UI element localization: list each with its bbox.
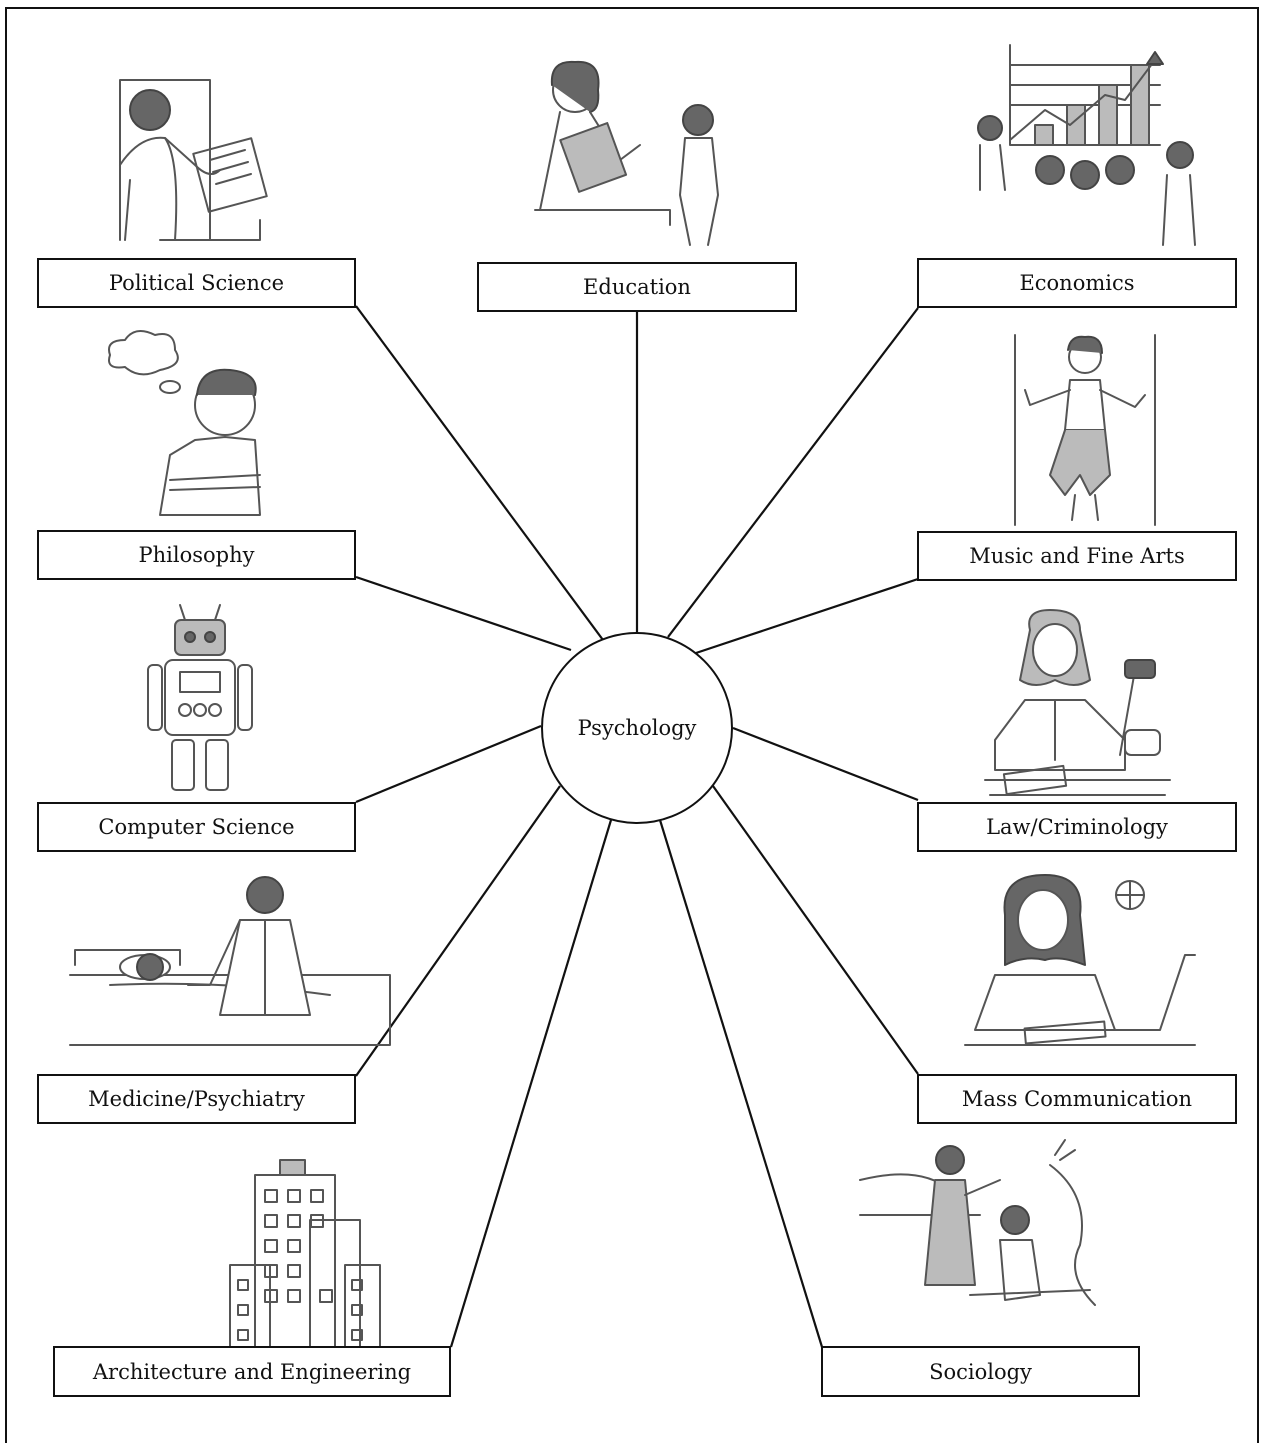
connector-sociology (658, 819, 824, 1348)
field-economics: Economics (917, 258, 1237, 308)
field-label: Law/Criminology (986, 815, 1168, 839)
connector-mass-communication (712, 785, 919, 1075)
connector-philosophy (355, 575, 572, 652)
connector-architecture-engineering (449, 819, 613, 1348)
field-mass-communication: Mass Communication (917, 1074, 1237, 1124)
field-law-criminology: Law/Criminology (917, 802, 1237, 852)
field-label: Education (583, 275, 691, 299)
teacher-student-illustration (534, 60, 719, 246)
buildings-illustration (199, 1159, 386, 1361)
field-label: Economics (1019, 271, 1135, 295)
field-label: Sociology (929, 1359, 1032, 1384)
voting-person-illustration (119, 79, 268, 241)
field-medicine-psychiatry: Medicine/Psychiatry (37, 1074, 356, 1124)
field-computer-science: Computer Science (37, 802, 356, 852)
connector-computer-science (355, 724, 542, 804)
field-label: Computer Science (98, 815, 295, 839)
robot-illustration (147, 604, 253, 791)
field-label: Architecture and Engineering (92, 1359, 412, 1384)
field-label: Medicine/Psychiatry (88, 1087, 305, 1111)
field-label: Philosophy (138, 543, 255, 567)
field-political-science: Political Science (37, 258, 356, 308)
field-music-fine-arts: Music and Fine Arts (917, 531, 1237, 581)
connector-law-criminology (732, 726, 919, 802)
news-anchor-illustration (964, 874, 1196, 1046)
field-label: Mass Communication (961, 1087, 1193, 1111)
page-frame (5, 7, 1259, 1443)
field-label: Political Science (108, 271, 285, 295)
connector-music-fine-arts (692, 577, 919, 656)
field-philosophy: Philosophy (37, 530, 356, 580)
field-architecture-engineering: Architecture and Engineering (53, 1346, 451, 1397)
connector-economics (667, 307, 919, 638)
doctor-patient-illustration (69, 876, 391, 1046)
center-label: Psychology (577, 716, 697, 740)
judge-gavel-illustration (984, 609, 1171, 796)
growth-chart-presentation-illustration (977, 44, 1196, 246)
dancer-illustration (1014, 334, 1156, 526)
field-education: Education (477, 262, 797, 312)
field-sociology: Sociology (821, 1346, 1140, 1397)
center-node-psychology: Psychology (541, 632, 733, 824)
connector-political-science (355, 305, 604, 641)
community-people-illustration (859, 1139, 1096, 1306)
thinking-man-illustration (108, 330, 261, 516)
field-label: Music and Fine Arts (969, 544, 1185, 568)
